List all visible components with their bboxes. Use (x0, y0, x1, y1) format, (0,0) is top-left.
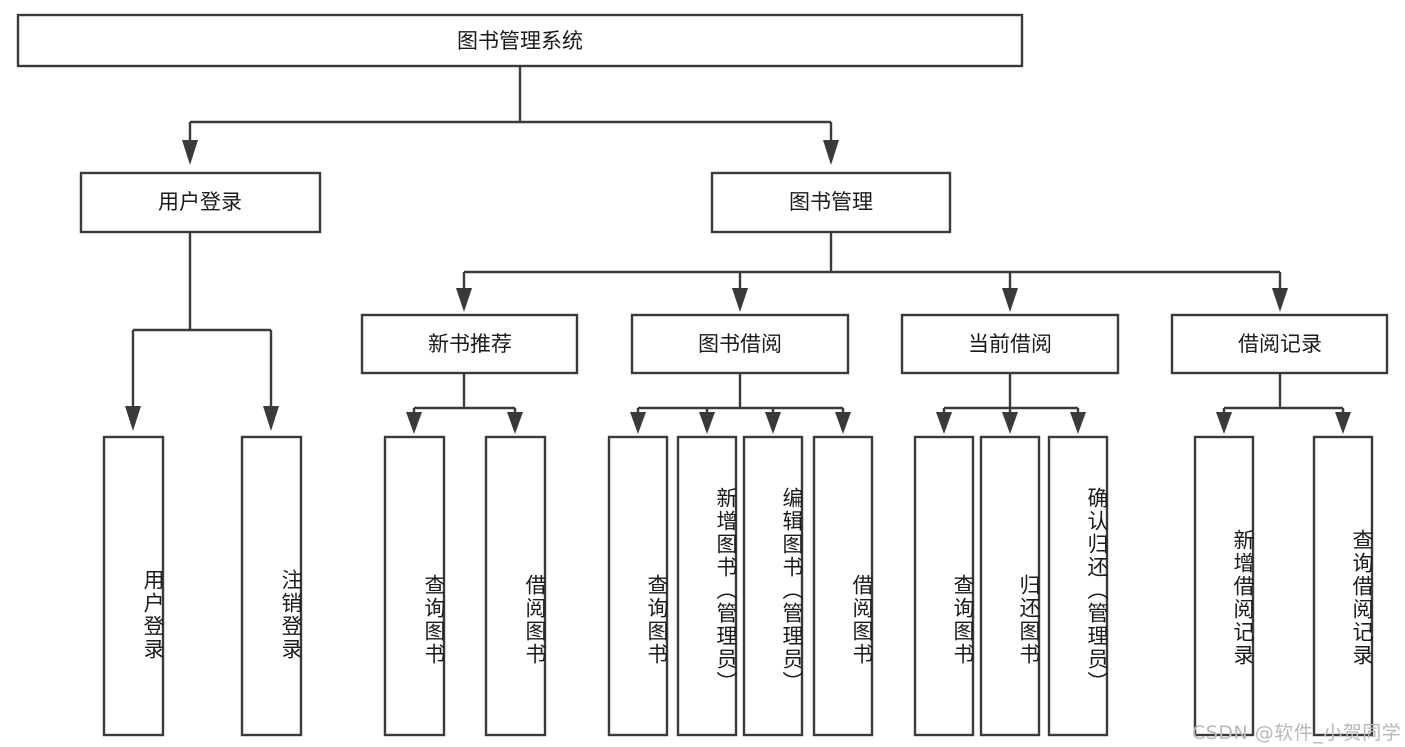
leaf-box-bb-borrow-book[interactable] (812, 435, 874, 737)
node-borrow-record-box[interactable] (1170, 313, 1389, 375)
connectors-borrow-record-to-leaves (1216, 374, 1351, 434)
leaf-boxes-current-borrow (913, 435, 1109, 737)
leaf-box-bb-query-book[interactable] (607, 435, 669, 737)
connectors-current-borrow-to-leaves (936, 374, 1086, 434)
node-new-book-recommend-box[interactable] (360, 313, 579, 375)
node-book-borrow-label: 图书借阅 (698, 332, 782, 356)
node-book-manage-label: 图书管理 (789, 190, 873, 214)
leaf-box-br-add-record[interactable] (1193, 435, 1255, 737)
node-book-manage[interactable]: 图书管理 (710, 171, 952, 234)
leaf-boxes-new-book-recommend (383, 435, 547, 737)
arrowhead-cb-leaf-2 (1002, 412, 1018, 434)
connectors-new-book-to-leaves (406, 374, 523, 434)
arrowhead-leaf-logout (263, 406, 279, 431)
arrowhead-nb-leaf-2 (507, 412, 523, 434)
arrowhead-bb-leaf-4 (835, 412, 851, 434)
node-current-borrow-box[interactable] (900, 313, 1120, 375)
arrowhead-cb-leaf-3 (1070, 412, 1086, 434)
arrowhead-cb-leaf-1 (936, 412, 952, 434)
arrowhead-borrow-record (1272, 288, 1288, 312)
arrowhead-bb-leaf-2 (699, 412, 715, 434)
node-root-label: 图书管理系统 (457, 29, 583, 53)
node-book-borrow[interactable]: 图书借阅 (630, 313, 850, 375)
arrowhead-bb-leaf-3 (765, 412, 781, 434)
leaf-boxes-user-login (102, 435, 303, 737)
node-new-book-recommend[interactable]: 新书推荐 (360, 313, 579, 375)
node-root-box[interactable] (16, 13, 1024, 68)
connectors-root-to-level1 (182, 67, 839, 165)
connectors-user-login-to-leaves (125, 233, 279, 431)
leaf-box-nb-query-book[interactable] (383, 435, 446, 737)
leaf-box-cb-confirm-return[interactable] (1047, 435, 1109, 737)
arrowhead-leaf-user-login (125, 406, 141, 431)
leaf-box-bb-edit-book[interactable] (742, 435, 804, 737)
arrowhead-new-book (456, 288, 472, 312)
arrowhead-bb-leaf-1 (630, 412, 646, 434)
node-borrow-record-label: 借阅记录 (1238, 332, 1322, 356)
leaf-box-bb-add-book[interactable] (676, 435, 738, 737)
arrowhead-book-borrow (732, 288, 748, 312)
node-current-borrow-label: 当前借阅 (968, 332, 1052, 356)
node-current-borrow[interactable]: 当前借阅 (900, 313, 1120, 375)
arrowhead-user-login (182, 140, 198, 165)
leaf-box-nb-borrow-book[interactable] (484, 435, 547, 737)
leaf-boxes-borrow-record (1193, 435, 1374, 737)
leaf-box-logout[interactable] (240, 435, 303, 737)
leaf-box-cb-return-book[interactable] (979, 435, 1041, 737)
leaf-box-br-query-record[interactable] (1312, 435, 1374, 737)
leaf-boxes-book-borrow (607, 435, 874, 737)
node-borrow-record[interactable]: 借阅记录 (1170, 313, 1389, 375)
connectors-book-manage-to-level2 (456, 233, 1288, 312)
arrowhead-book-manage (823, 140, 839, 165)
node-user-login[interactable]: 用户登录 (79, 171, 322, 234)
arrowhead-nb-leaf-1 (406, 412, 422, 434)
leaf-box-user-login[interactable] (102, 435, 165, 737)
csdn-watermark: CSDN @软件_小贺同学 (1192, 722, 1402, 744)
arrowhead-br-leaf-2 (1335, 412, 1351, 434)
node-user-login-label: 用户登录 (158, 190, 242, 214)
node-root[interactable]: 图书管理系统 (16, 13, 1024, 68)
node-book-borrow-box[interactable] (630, 313, 850, 375)
leaf-box-cb-query-book[interactable] (913, 435, 975, 737)
node-user-login-box[interactable] (79, 171, 322, 234)
node-new-book-recommend-label: 新书推荐 (428, 332, 512, 356)
node-book-manage-box[interactable] (710, 171, 952, 234)
arrowhead-current-borrow (1002, 288, 1018, 312)
connectors-book-borrow-to-leaves (630, 374, 851, 434)
arrowhead-br-leaf-1 (1216, 412, 1232, 434)
